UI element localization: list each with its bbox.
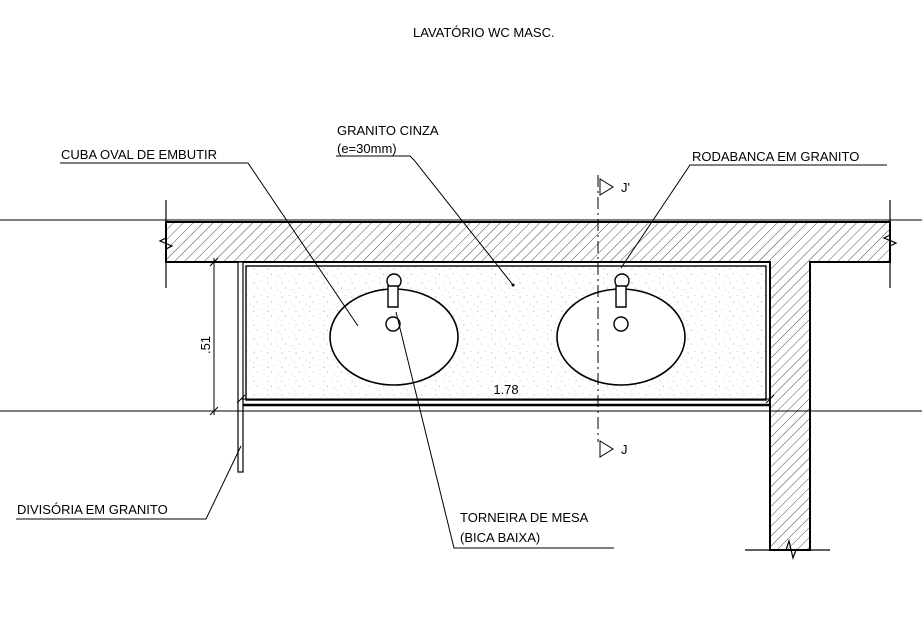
break-mark-right bbox=[882, 200, 898, 288]
oval-basin-right bbox=[556, 273, 686, 386]
partition-label: DIVISÓRIA EM GRANITO bbox=[17, 502, 168, 517]
granite-leader-dot bbox=[511, 283, 515, 287]
faucet-spout-right bbox=[615, 285, 627, 308]
leader-backsplash bbox=[620, 164, 887, 269]
width-dimension-line bbox=[236, 394, 775, 404]
leader-faucet bbox=[395, 311, 614, 549]
granite-color-label: GRANITO CINZA bbox=[337, 123, 439, 138]
drawing-title: LAVATÓRIO WC MASC. bbox=[413, 25, 555, 40]
faucet-spout-left bbox=[387, 285, 399, 308]
granite-thickness-label: (e=30mm) bbox=[337, 141, 397, 156]
break-mark-left bbox=[158, 200, 174, 288]
depth-dimension-text: .51 bbox=[198, 336, 213, 354]
drain-right bbox=[613, 316, 629, 332]
granite-partition bbox=[237, 261, 244, 473]
leader-granite bbox=[336, 155, 514, 286]
granite-countertop bbox=[245, 265, 767, 401]
leader-lines bbox=[16, 155, 887, 549]
backsplash-label: RODABANCA EM GRANITO bbox=[692, 149, 860, 164]
break-mark-bottom bbox=[745, 538, 830, 561]
width-dimension-text: 1.78 bbox=[493, 382, 518, 397]
drain-left bbox=[385, 316, 401, 332]
section-mark-upper-label: J' bbox=[621, 180, 630, 195]
leader-basin bbox=[60, 162, 359, 327]
basin-label: CUBA OVAL DE EMBUTIR bbox=[61, 147, 218, 162]
faucet-label: TORNEIRA DE MESA bbox=[460, 510, 589, 525]
section-arrow-lower bbox=[599, 440, 614, 458]
leader-partition bbox=[16, 445, 242, 520]
oval-basin-left bbox=[329, 273, 459, 386]
section-mark-lower-label: J bbox=[621, 442, 628, 457]
section-arrow-upper bbox=[599, 178, 614, 196]
depth-dimension-line bbox=[208, 257, 246, 416]
faucet-detail-label: (BICA BAIXA) bbox=[460, 530, 541, 545]
